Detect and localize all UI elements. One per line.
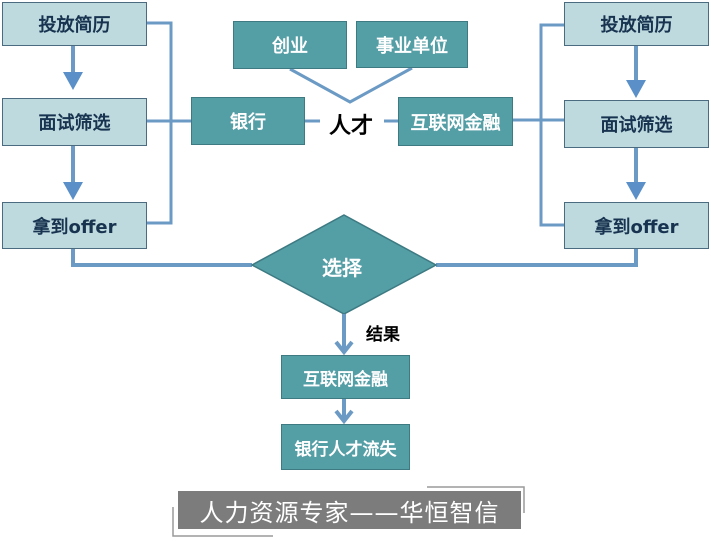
left-step-label: 面试筛选 bbox=[38, 113, 111, 134]
right-step-label: 投放简历 bbox=[600, 15, 673, 36]
left-flow-arrows bbox=[63, 46, 83, 200]
option-label: 事业单位 bbox=[376, 35, 448, 57]
left-step-label: 投放简历 bbox=[38, 15, 111, 36]
result-text: 互联网金融 bbox=[303, 369, 388, 390]
option-bank: 银行 bbox=[191, 97, 305, 145]
decision-connectors bbox=[71, 249, 638, 267]
right-bracket bbox=[513, 23, 565, 227]
right-flow-arrows bbox=[626, 46, 646, 200]
arrow-down-icon bbox=[63, 182, 83, 200]
left-step-submit-resume: 投放简历 bbox=[2, 2, 147, 46]
result-arrows bbox=[334, 314, 354, 425]
arrow-down-icon bbox=[334, 409, 354, 425]
banner-text: 人力资源专家——华恒智信 bbox=[199, 498, 500, 527]
result-internet-finance: 互联网金融 bbox=[281, 355, 410, 399]
option-label: 互联网金融 bbox=[410, 112, 501, 134]
talent-label: 人才 bbox=[329, 114, 374, 139]
right-step-interview-screening: 面试筛选 bbox=[564, 100, 709, 148]
arrow-down-icon bbox=[626, 182, 646, 200]
right-step-get-offer: 拿到offer bbox=[564, 202, 709, 249]
brand-banner: 人力资源专家——华恒智信 bbox=[178, 491, 521, 529]
option-public-institution: 事业单位 bbox=[356, 21, 468, 68]
result-text: 银行人才流失 bbox=[294, 439, 397, 460]
talent-connectors bbox=[289, 66, 413, 123]
option-internet-finance: 互联网金融 bbox=[398, 97, 513, 146]
option-startup: 创业 bbox=[233, 21, 347, 69]
left-step-get-offer: 拿到offer bbox=[2, 202, 147, 249]
result-bank-talent-loss: 银行人才流失 bbox=[281, 424, 410, 470]
left-step-label: 拿到offer bbox=[32, 216, 117, 238]
arrow-down-icon bbox=[63, 72, 83, 90]
arrow-down-icon bbox=[334, 340, 354, 356]
left-step-interview-screening: 面试筛选 bbox=[2, 98, 147, 146]
right-step-label: 面试筛选 bbox=[600, 115, 673, 136]
arrow-down-icon bbox=[626, 80, 646, 98]
right-step-label: 拿到offer bbox=[594, 216, 679, 238]
banner-bracket bbox=[172, 486, 525, 537]
right-step-submit-resume: 投放简历 bbox=[564, 2, 709, 46]
decision-label: 选择 bbox=[322, 256, 362, 280]
left-bracket bbox=[147, 21, 192, 225]
option-label: 银行 bbox=[230, 112, 266, 133]
option-label: 创业 bbox=[272, 36, 308, 57]
result-label: 结果 bbox=[366, 325, 400, 345]
